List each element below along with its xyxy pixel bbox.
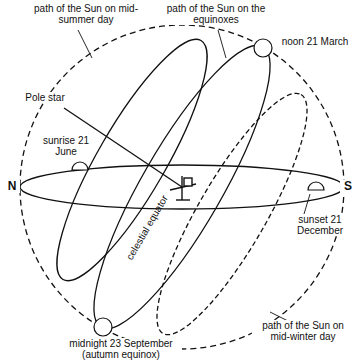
sun-noon bbox=[254, 39, 272, 57]
sun-midnight bbox=[94, 318, 112, 336]
circle-label: celestial equator bbox=[117, 181, 178, 275]
star-label: Pole star bbox=[14, 92, 76, 103]
leader-line bbox=[304, 194, 310, 214]
sun-sunrise bbox=[72, 162, 88, 170]
path-label: path of the Sun on the equinoxes bbox=[160, 3, 272, 25]
horizon bbox=[20, 165, 344, 209]
event-label: sunset 21 December bbox=[288, 214, 352, 236]
sun-sunset bbox=[308, 182, 324, 190]
event-label: noon 21 March bbox=[274, 36, 356, 47]
direction-label: N bbox=[4, 180, 20, 193]
path-label: path of the Sun on mid-summer day bbox=[30, 3, 142, 25]
celestial-sphere bbox=[20, 25, 344, 349]
leader-line bbox=[78, 30, 92, 58]
event-label: sunrise 21 June bbox=[40, 135, 92, 157]
equinox-path bbox=[66, 27, 297, 348]
mid-summer-path bbox=[34, 23, 231, 296]
path-label: path of the Sun on mid-winter day bbox=[252, 320, 354, 342]
observer-instrument bbox=[170, 176, 196, 200]
direction-label: S bbox=[340, 180, 356, 193]
event-label: midnight 23 September (autumn equinox) bbox=[60, 338, 182, 360]
leader-line bbox=[218, 30, 226, 58]
